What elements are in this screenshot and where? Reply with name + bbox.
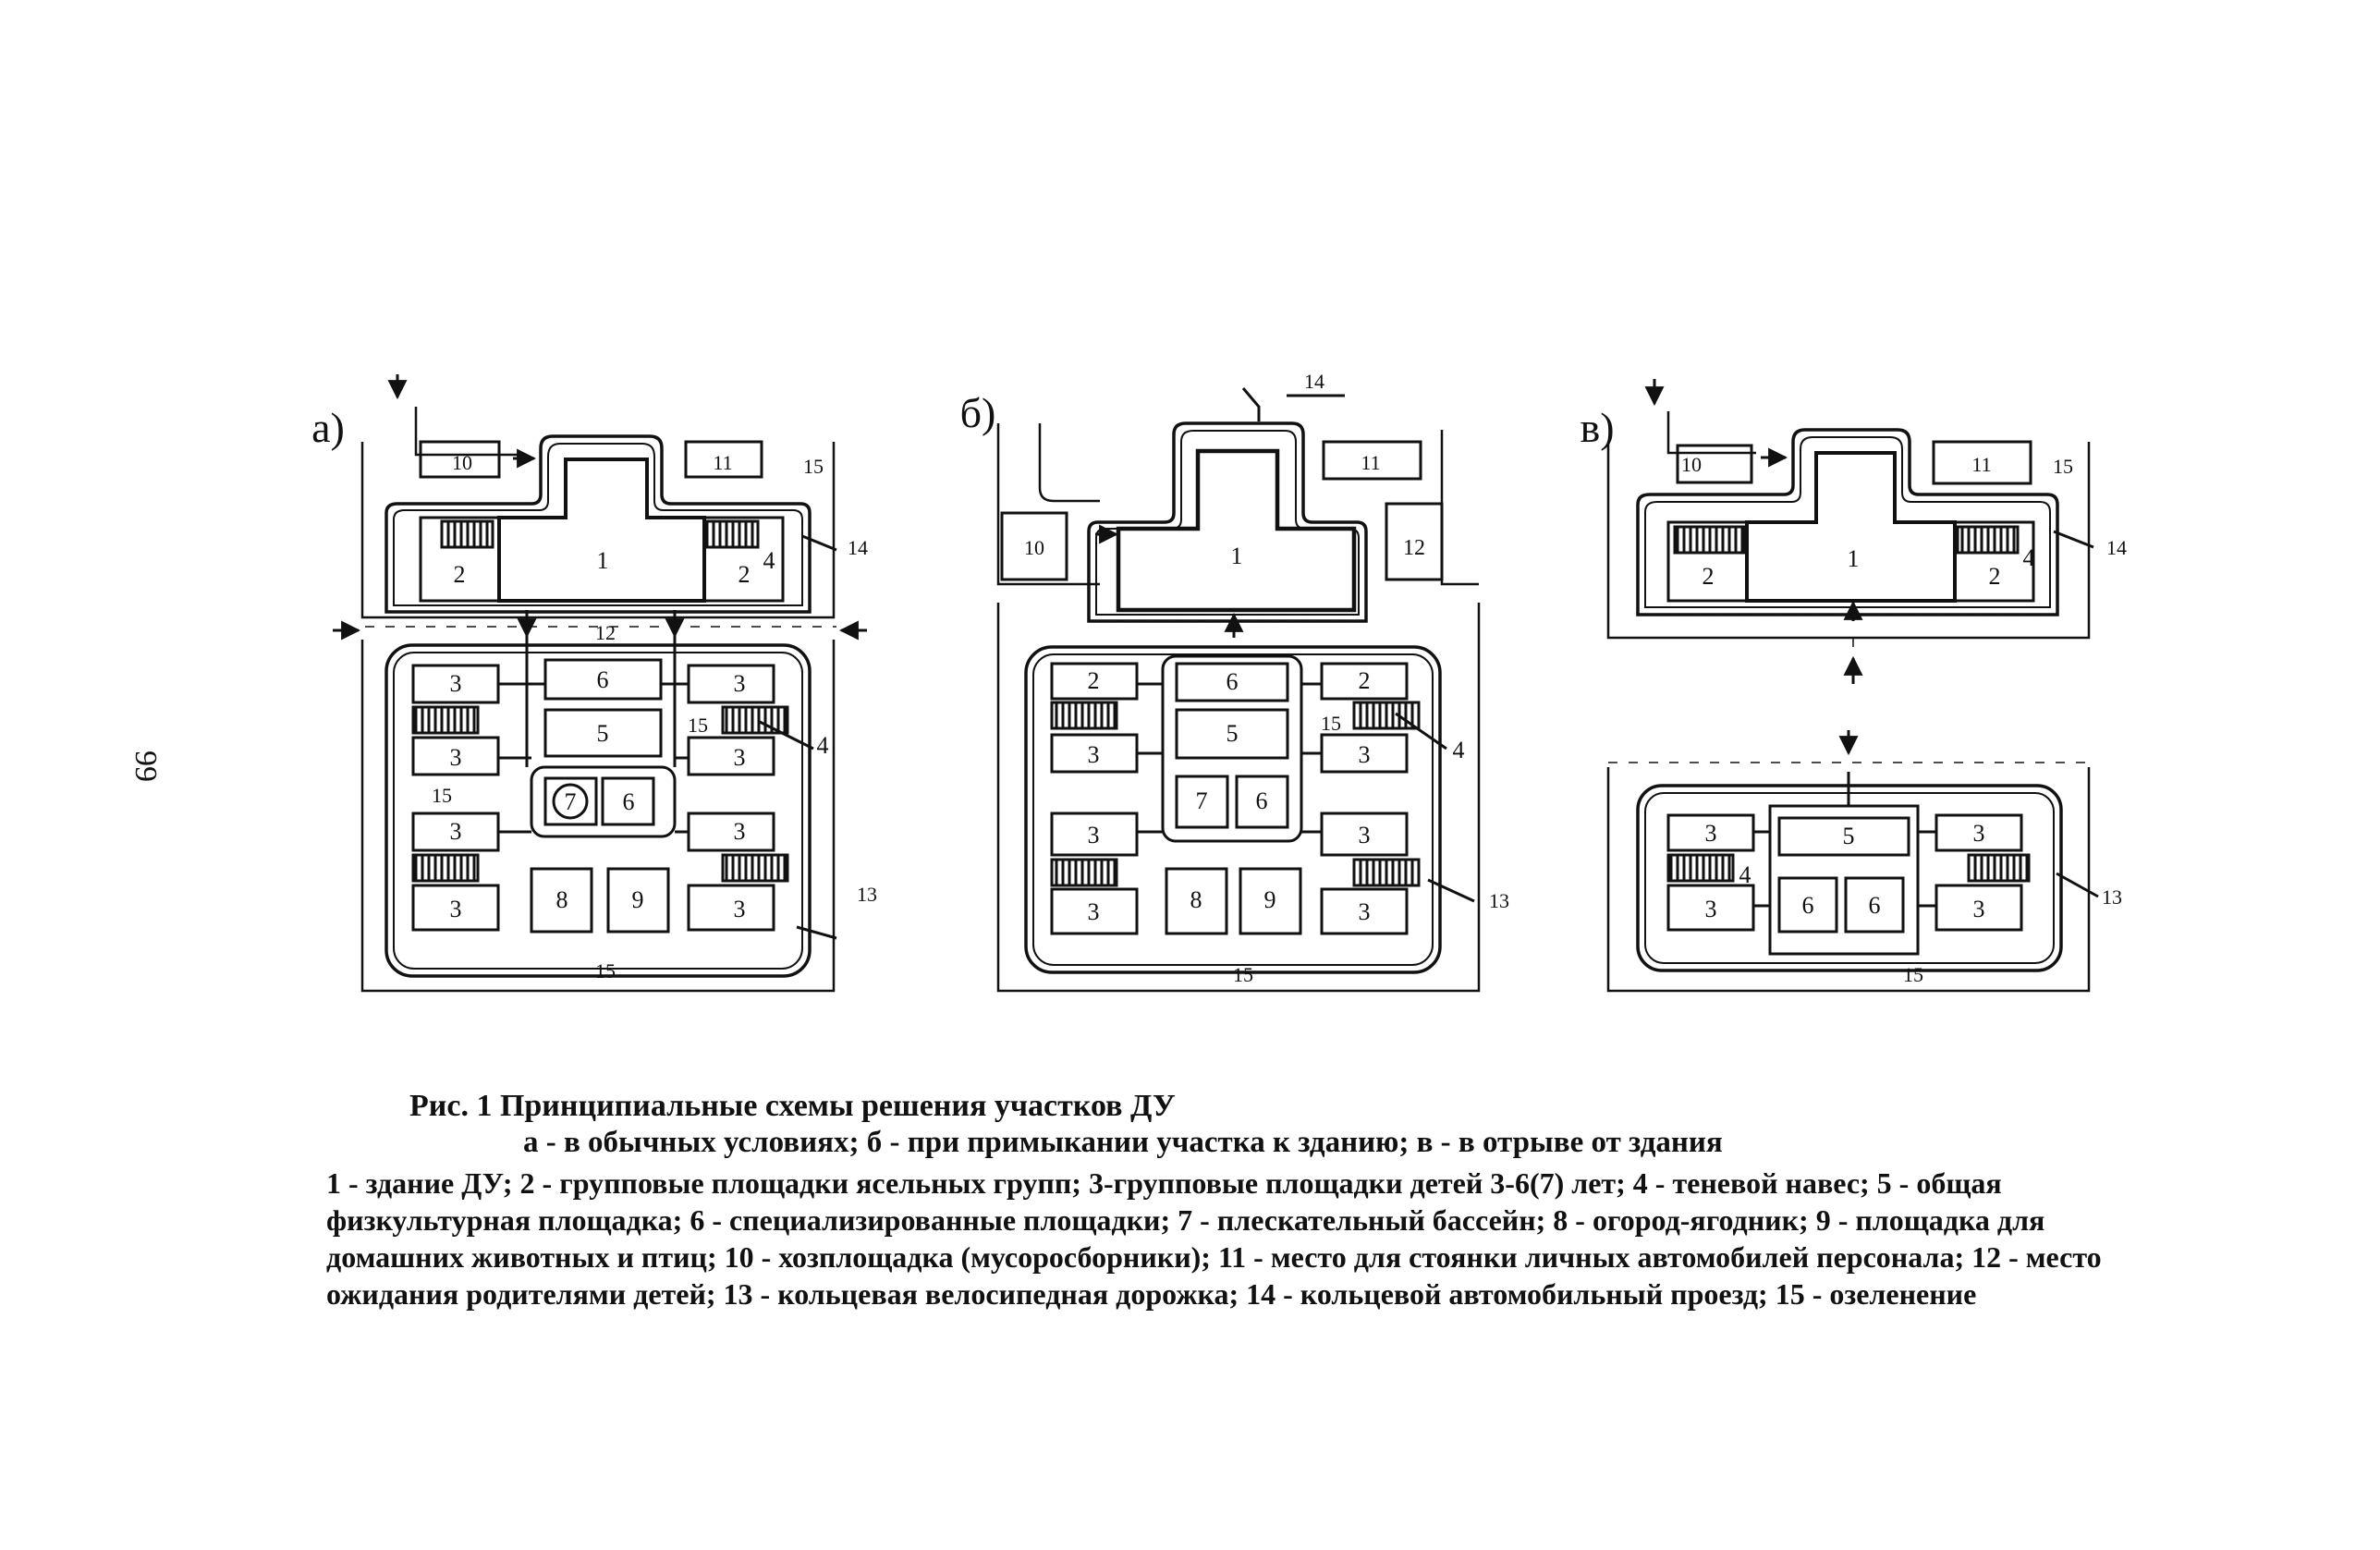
a-green-bottom-label: 15 [595, 959, 616, 982]
b-group-5-label: 3 [1359, 822, 1371, 848]
c-green-top-label: 15 [2053, 455, 2073, 478]
a-animals-label: 9 [632, 886, 644, 913]
figure-caption-subtitle: а - в обычных условиях; б - при примыкан… [523, 1126, 1723, 1159]
c-bike-label: 13 [2102, 885, 2122, 909]
a-service-label: 10 [452, 451, 472, 474]
b-bike-label: 13 [1489, 889, 1509, 912]
b-parking-label: 11 [1361, 451, 1380, 474]
c-nursery-left-label: 2 [1703, 563, 1715, 590]
a-green-left-label: 15 [432, 784, 452, 807]
b-special-top-label: 6 [1227, 668, 1239, 695]
a-group-8-label: 3 [734, 896, 746, 922]
a-sport-label: 5 [597, 720, 609, 747]
c-building-label: 1 [1848, 545, 1860, 572]
panel-b-letter: б) [960, 389, 996, 436]
a-green-top-label: 15 [803, 455, 824, 478]
a-group-1-label: 3 [450, 670, 462, 697]
a-green-mid-label: 15 [688, 714, 708, 737]
c-group-3-label: 3 [1973, 820, 1985, 847]
a-group-3-label: 3 [450, 818, 462, 845]
panel-a-letter: а) [311, 404, 345, 451]
panel-c [1606, 379, 2099, 993]
a-building-label: 1 [597, 547, 609, 574]
a-parking-label: 11 [713, 451, 732, 474]
a-group-4-label: 3 [450, 896, 462, 922]
a-shade-lower-label: 4 [817, 732, 829, 759]
b-special-bottom-label: 6 [1256, 787, 1268, 814]
a-group-7-label: 3 [734, 818, 746, 845]
a-nursery-left-label: 2 [454, 561, 466, 588]
b-animals-label: 9 [1264, 886, 1276, 913]
a-nursery-right-label: 2 [738, 561, 751, 588]
a-parents-label: 12 [595, 621, 616, 644]
b-green-mid-label: 15 [1321, 712, 1341, 735]
b-sport-label: 5 [1227, 720, 1239, 747]
a-group-2-label: 3 [450, 744, 462, 771]
panel-c-letter: в) [1580, 404, 1614, 451]
b-building-label: 1 [1231, 543, 1243, 569]
c-shade-bottom-label: 4 [1739, 861, 1751, 888]
figure-caption-title: Рис. 1 Принципиальные схемы решения учас… [409, 1089, 1176, 1123]
b-garden-label: 8 [1190, 886, 1202, 913]
panel-a [333, 374, 867, 993]
figure-legend: 1 - здание ДУ; 2 - групповые площадки яс… [326, 1166, 2102, 1311]
b-nursery-tr-label: 2 [1359, 667, 1371, 694]
a-special-top-label: 6 [597, 666, 609, 693]
b-group-4-label: 3 [1359, 741, 1371, 768]
a-road-label: 14 [848, 536, 868, 559]
b-green-bottom-label: 15 [1233, 963, 1253, 986]
a-garden-label: 8 [556, 886, 568, 913]
c-sport-label: 5 [1843, 823, 1855, 849]
c-group-1-label: 3 [1705, 820, 1717, 847]
b-shade-label: 4 [1453, 737, 1465, 763]
c-shade-top-label: 4 [2023, 544, 2035, 571]
b-group-1-label: 3 [1088, 741, 1100, 768]
c-group-2-label: 3 [1705, 896, 1717, 922]
b-parents-label: 12 [1403, 536, 1425, 560]
a-special-bottom-label: 6 [623, 788, 635, 815]
a-pool-label: 7 [565, 788, 577, 815]
c-service-label: 10 [1681, 453, 1702, 476]
b-road-label: 14 [1304, 370, 1324, 393]
a-bike-label: 13 [857, 883, 877, 906]
c-green-bottom-label: 15 [1903, 963, 1923, 986]
a-group-5-label: 3 [734, 670, 746, 697]
c-parking-label: 11 [1971, 453, 1991, 476]
b-service-label: 10 [1024, 536, 1044, 559]
a-shade-right-label: 4 [763, 547, 775, 574]
c-special-2-label: 6 [1869, 892, 1881, 919]
c-special-1-label: 6 [1802, 892, 1814, 919]
b-group-3-label: 3 [1088, 898, 1100, 925]
b-nursery-tl-label: 2 [1088, 667, 1100, 694]
b-pool-label: 7 [1196, 787, 1208, 814]
panel-b [996, 387, 1481, 993]
c-group-4-label: 3 [1973, 896, 1985, 922]
c-nursery-right-label: 2 [1989, 563, 2001, 590]
b-group-6-label: 3 [1359, 898, 1371, 925]
site-plan-diagram: а) 1 2 2 4 4 10 11 15 14 12 3 3 3 3 3 3 … [311, 370, 2127, 993]
b-group-2-label: 3 [1088, 822, 1100, 848]
c-road-label: 14 [2106, 536, 2127, 559]
a-group-6-label: 3 [734, 744, 746, 771]
